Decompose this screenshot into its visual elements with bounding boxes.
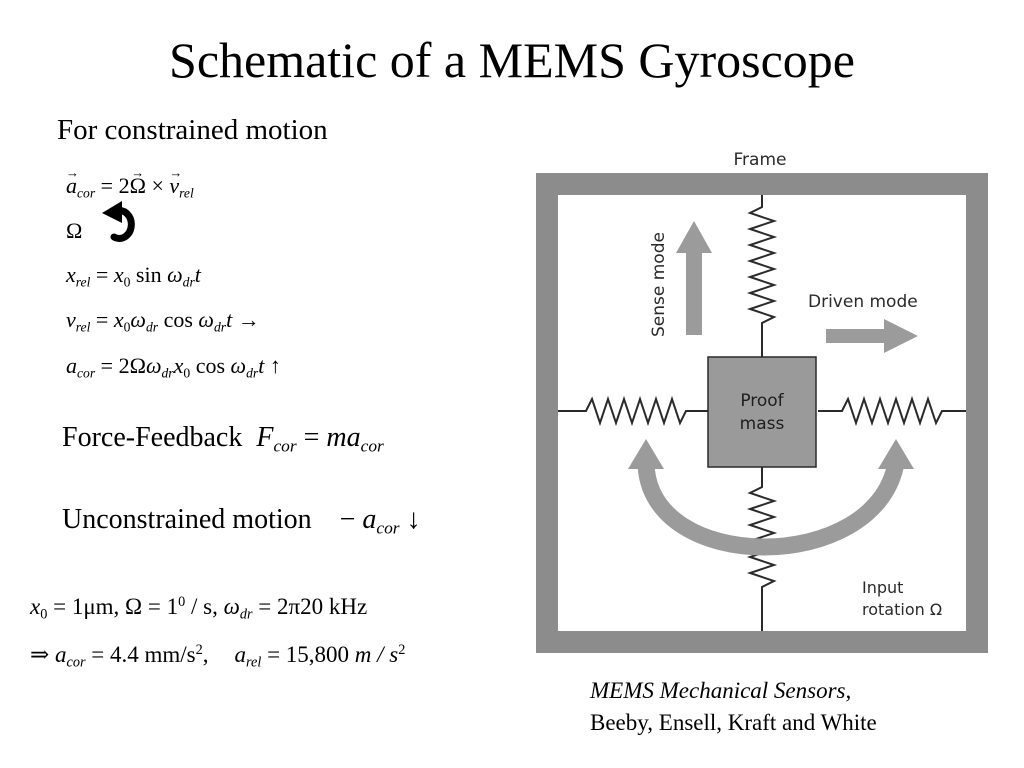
omega-vector: Ω xyxy=(130,159,147,200)
coriolis-equation: acor = 2Ω × vrel xyxy=(66,159,194,207)
frame xyxy=(536,173,988,653)
rotation-arrow-icon xyxy=(102,201,135,242)
force-feedback-label: Force-Feedback xyxy=(62,422,243,453)
right-arrow-symbol: → xyxy=(232,307,260,332)
result-line: ⇒ acor = 4.4 mm/s2,arel = 15,800 m / s2 xyxy=(30,641,406,671)
slide-title: Schematic of a MEMS Gyroscope xyxy=(169,32,855,88)
constrained-motion-heading: For constrained motion xyxy=(57,114,328,146)
mems-gyroscope-diagram: Frame Sense mode Driven mode Proof mass … xyxy=(536,150,988,653)
input-rotation-arrow-icon xyxy=(628,439,914,556)
v-vector: v xyxy=(169,159,179,200)
driven-mode-label: Driven mode xyxy=(808,292,918,312)
v-rel-equation: vrel = x0ωdr cos ωdrt → xyxy=(66,307,260,335)
sense-mode-label: Sense mode xyxy=(649,232,669,337)
proof-mass xyxy=(707,356,817,468)
driven-mode-arrow-icon xyxy=(826,319,918,353)
down-arrow-symbol: ↓ xyxy=(399,504,421,535)
unconstrained-motion-label: Unconstrained motion xyxy=(62,504,312,535)
top-spring xyxy=(746,195,778,357)
input-rotation-label-line2: rotation Ω xyxy=(862,600,942,619)
sense-mode-arrow-icon xyxy=(676,221,712,335)
parameters-line: x0 = 1μm, Ω = 10 / s, ωdr = 2π20 kHz xyxy=(30,593,368,623)
citation: MEMS Mechanical Sensors, Beeby, Ensell, … xyxy=(590,675,877,739)
citation-authors: Beeby, Ensell, Kraft and White xyxy=(590,710,877,735)
up-arrow-symbol: ↑ xyxy=(264,353,281,378)
x-rel-equation: xrel = x0 sin ωdrt xyxy=(66,262,201,290)
omega-rotation: Ω xyxy=(66,217,82,245)
a-vector: a xyxy=(66,159,77,200)
right-spring xyxy=(818,395,966,427)
left-spring xyxy=(558,395,708,427)
frame-label: Frame xyxy=(734,150,787,170)
unconstrained-motion-line: Unconstrained motion− acor ↓ xyxy=(62,504,421,538)
omega-symbol: Ω xyxy=(66,218,83,243)
citation-title: MEMS Mechanical Sensors, xyxy=(590,678,852,703)
bottom-spring xyxy=(746,467,778,631)
a-cor-equation: acor = 2Ωωdrx0 cos ωdrt ↑ xyxy=(66,353,281,381)
proof-mass-label-line1: Proof xyxy=(740,391,784,411)
proof-mass-label-line2: mass xyxy=(740,414,785,434)
input-rotation-label-line1: Input xyxy=(862,578,903,597)
